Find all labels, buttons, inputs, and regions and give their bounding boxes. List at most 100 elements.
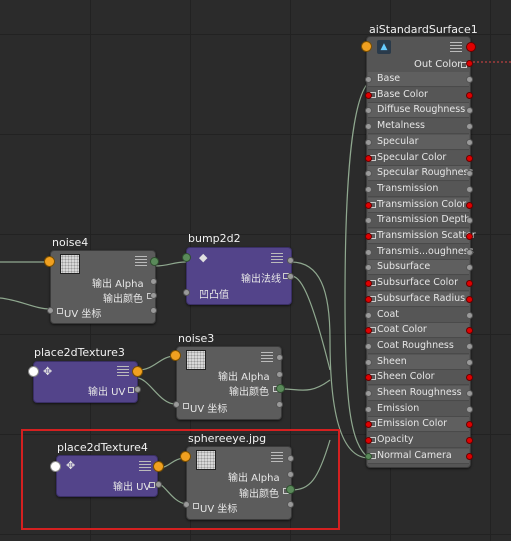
ai-attr-out-port[interactable]	[466, 170, 473, 177]
sphereeye-out-color-port[interactable]	[286, 485, 295, 494]
ai-attr-row[interactable]: Emission Color	[368, 417, 469, 432]
ai-attr-in-port[interactable]	[365, 123, 372, 130]
ai-attr-row[interactable]: Metalness	[368, 119, 469, 134]
ai-attr-in-port[interactable]	[365, 233, 372, 240]
ai-attr-row[interactable]: Transmission	[368, 182, 469, 197]
noise4-title[interactable]: noise4	[52, 236, 89, 249]
ai-attr-in-port[interactable]	[365, 107, 372, 114]
noise3-uv-expand-icon[interactable]	[183, 403, 189, 409]
ai-attr-out-port[interactable]	[466, 202, 473, 209]
noise4-node[interactable]: 输出 Alpha 输出颜色 UV 坐标	[50, 250, 156, 324]
ai-attr-in-port[interactable]	[365, 217, 372, 224]
ai-attr-in-port[interactable]	[365, 437, 372, 444]
ai-attr-out-port[interactable]	[466, 264, 473, 271]
place2d4-in-port[interactable]	[50, 461, 61, 472]
ai-attr-out-port[interactable]	[466, 233, 473, 240]
noise3-node[interactable]: 输出 Alpha 输出颜色 UV 坐标	[176, 346, 282, 420]
noise3-out-color-port[interactable]	[276, 384, 285, 393]
port[interactable]	[287, 455, 294, 462]
ai-attr-out-port[interactable]	[466, 453, 473, 460]
port[interactable]	[134, 386, 141, 393]
place2d4-title[interactable]: place2dTexture4	[57, 441, 148, 454]
port[interactable]	[173, 401, 180, 408]
port[interactable]	[287, 273, 294, 280]
port[interactable]	[287, 257, 294, 264]
ai-attr-row[interactable]: Specular Color	[368, 151, 469, 166]
ai-attr-row[interactable]: Sheen	[368, 355, 469, 370]
place2d3-node[interactable]: ✥ 输出 UV	[33, 361, 138, 403]
port[interactable]	[276, 371, 283, 378]
ai-output-port[interactable]	[466, 42, 476, 52]
place2d3-in-port[interactable]	[28, 366, 39, 377]
ai-attr-in-port[interactable]	[365, 327, 372, 334]
ai-attr-out-port[interactable]	[466, 327, 473, 334]
place2d4-expand-icon[interactable]	[149, 482, 155, 488]
ai-attr-out-port[interactable]	[466, 217, 473, 224]
sphereeye-uv-expand-icon[interactable]	[193, 503, 199, 509]
ai-attr-row[interactable]: Coat Roughness	[368, 339, 469, 354]
ai-attr-row[interactable]: Diffuse Roughness	[368, 103, 469, 118]
ai-attr-in-port[interactable]	[365, 76, 372, 83]
ai-attr-in-port[interactable]	[365, 390, 372, 397]
ai-attr-row[interactable]: Subsurface	[368, 260, 469, 275]
ai-attr-row[interactable]: Coat	[368, 308, 469, 323]
ai-attr-in-port[interactable]	[365, 170, 372, 177]
bump-in-port[interactable]	[182, 253, 191, 262]
ai-attr-in-port[interactable]	[365, 186, 372, 193]
port[interactable]	[276, 354, 283, 361]
ai-attr-in-port[interactable]	[365, 421, 372, 428]
ai-attr-row[interactable]: Normal Camera	[368, 449, 469, 464]
port[interactable]	[287, 471, 294, 478]
ai-attr-row[interactable]: Subsurface Color	[368, 276, 469, 291]
port[interactable]	[150, 278, 157, 285]
noise4-in-port-2[interactable]	[150, 257, 159, 266]
ai-attr-out-port[interactable]	[466, 374, 473, 381]
port[interactable]	[150, 307, 157, 314]
ai-attr-row[interactable]: Transmission Color	[368, 198, 469, 213]
noise4-uv-expand-icon[interactable]	[57, 308, 63, 314]
ai-attr-row[interactable]: Sheen Roughness	[368, 386, 469, 401]
ai-attr-row[interactable]: Subsurface Radius	[368, 292, 469, 307]
ai-attr-out-port[interactable]	[466, 249, 473, 256]
port[interactable]	[183, 501, 190, 508]
ai-attr-out-port[interactable]	[466, 76, 473, 83]
bump2d2-node[interactable]: ◆ 输出法线 凹凸值	[186, 247, 292, 305]
ai-attr-out-port[interactable]	[466, 296, 473, 303]
ai-attr-in-port[interactable]	[365, 343, 372, 350]
port[interactable]	[155, 481, 162, 488]
noise4-in-port[interactable]	[44, 256, 55, 267]
ai-attr-in-port[interactable]	[365, 453, 372, 460]
port[interactable]	[287, 501, 294, 508]
ai-input-port[interactable]	[361, 41, 372, 52]
port[interactable]	[47, 307, 54, 314]
ai-attr-in-port[interactable]	[365, 202, 372, 209]
ai-attr-in-port[interactable]	[365, 264, 372, 271]
ai-attr-row[interactable]: Base	[368, 72, 469, 87]
ai-attr-row[interactable]: Transmission Depth	[368, 213, 470, 228]
ai-attr-out-port[interactable]	[466, 139, 473, 146]
ai-attr-row[interactable]: Transmission Scatter	[368, 229, 476, 244]
ai-attr-out-port[interactable]	[466, 280, 473, 287]
ai-attr-out-port[interactable]	[466, 92, 473, 99]
ai-attr-out-port[interactable]	[466, 155, 473, 162]
place2d3-expand-icon[interactable]	[128, 387, 134, 393]
ai-attr-out-port[interactable]	[466, 123, 473, 130]
ai-attr-out-port[interactable]	[466, 437, 473, 444]
port[interactable]	[150, 292, 157, 299]
ai-attr-in-port[interactable]	[365, 155, 372, 162]
ai-attr-row[interactable]: Specular	[368, 135, 469, 150]
ai-attr-row[interactable]: Sheen Color	[368, 370, 469, 385]
ai-attr-out-port[interactable]	[466, 359, 473, 366]
ai-attr-out-port[interactable]	[466, 406, 473, 413]
place2d3-title[interactable]: place2dTexture3	[34, 346, 125, 359]
ai-attr-row[interactable]: Transmis...oughness	[368, 245, 474, 260]
sphereeye-node[interactable]: 输出 Alpha 输出颜色 UV 坐标	[186, 446, 292, 520]
ai-attr-out-port[interactable]	[466, 421, 473, 428]
noise3-in-port[interactable]	[170, 350, 181, 361]
ai-attr-in-port[interactable]	[365, 92, 372, 99]
ai-attr-in-port[interactable]	[365, 312, 372, 319]
ai-attr-in-port[interactable]	[365, 139, 372, 146]
out-color-port[interactable]	[466, 60, 473, 67]
ai-attr-out-port[interactable]	[466, 107, 473, 114]
noise3-title[interactable]: noise3	[178, 332, 215, 345]
